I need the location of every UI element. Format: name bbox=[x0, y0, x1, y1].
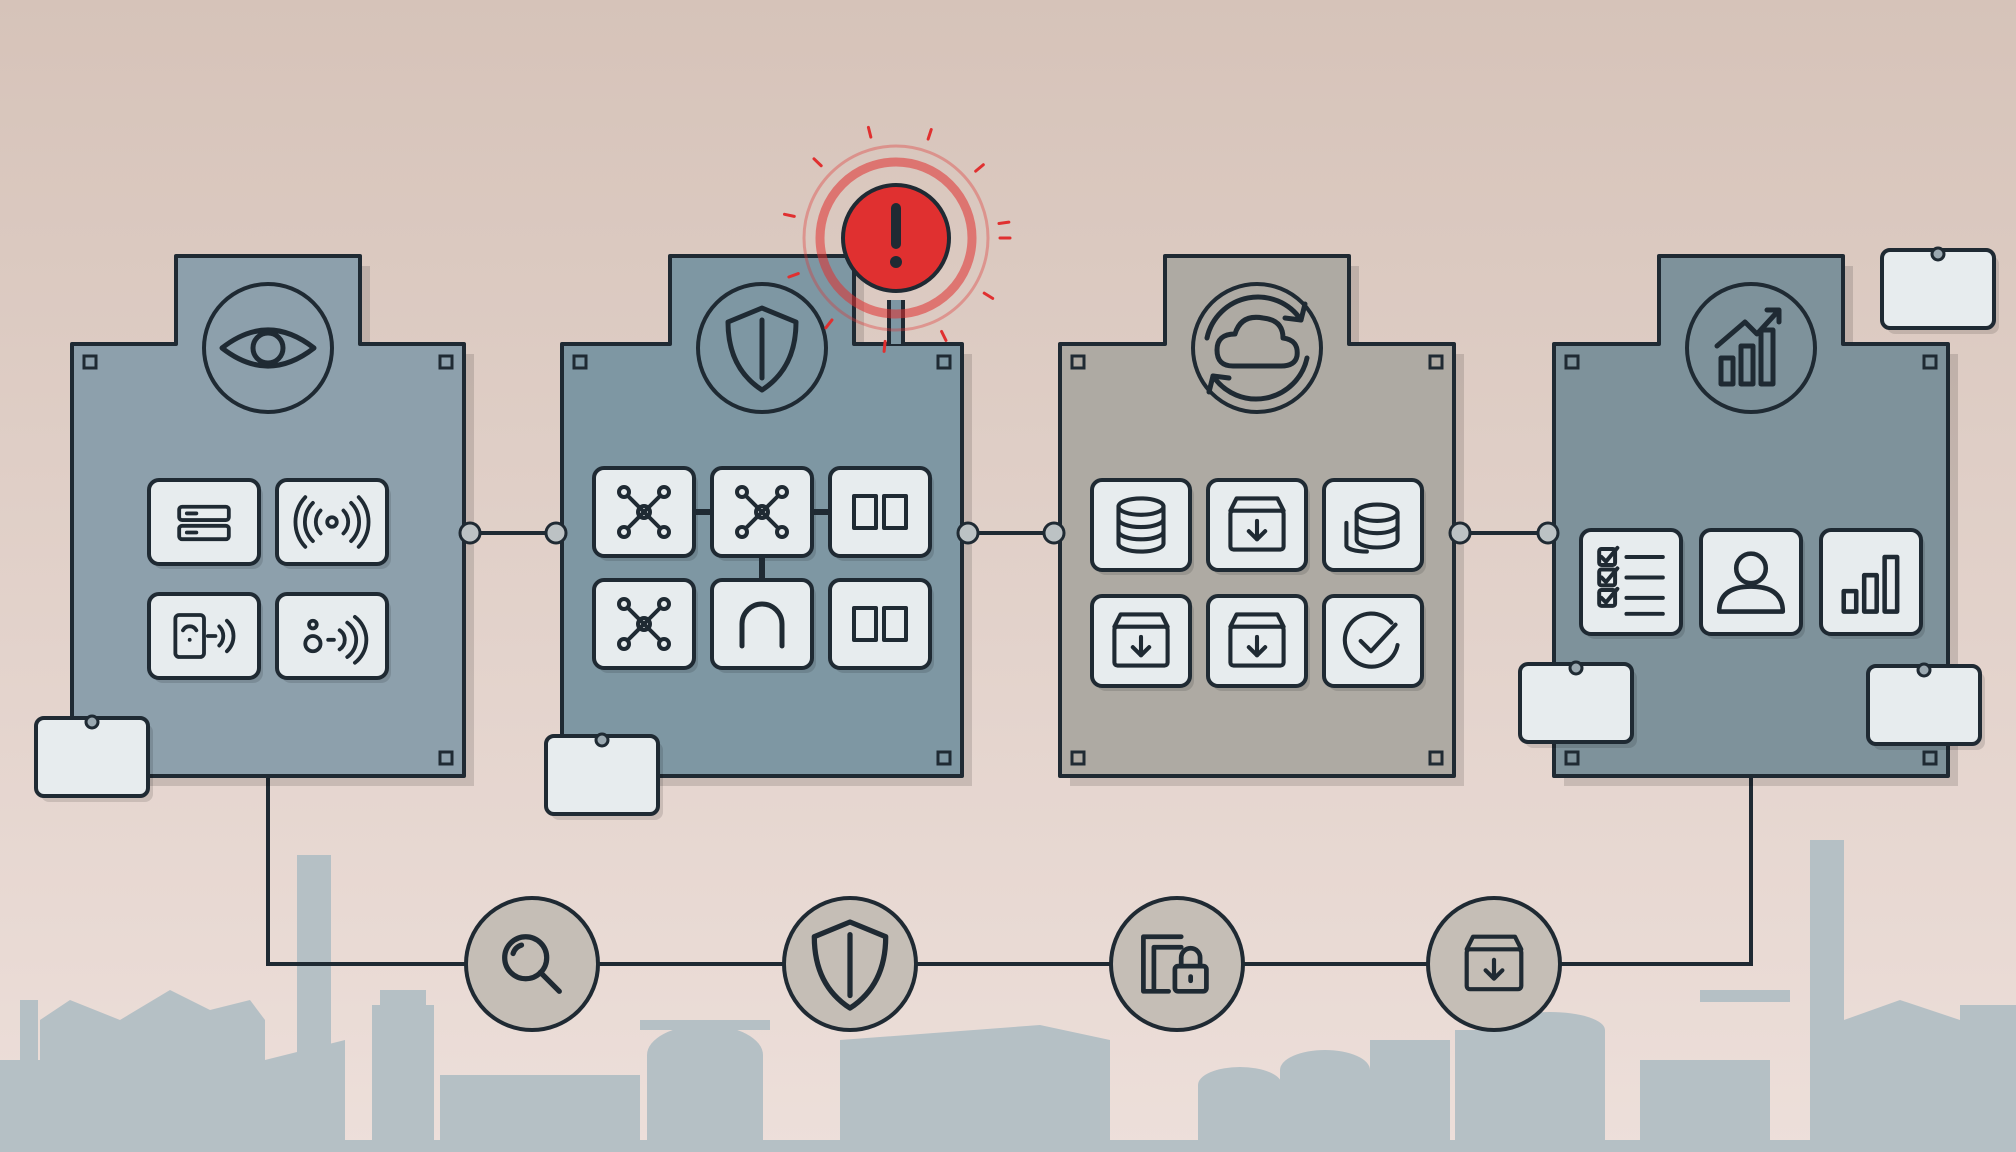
tile bbox=[275, 592, 391, 683]
bar-chart-icon bbox=[1841, 554, 1900, 614]
server-rack-icon bbox=[177, 504, 231, 542]
connector-node bbox=[1042, 521, 1066, 545]
header-badge bbox=[1685, 282, 1817, 414]
eye-icon bbox=[219, 327, 317, 369]
tile bbox=[1090, 594, 1194, 691]
tile bbox=[592, 466, 698, 561]
network-hub-icon bbox=[617, 597, 671, 651]
wireless-broadcast-icon bbox=[293, 495, 371, 549]
tile bbox=[592, 578, 698, 673]
tile bbox=[828, 466, 934, 561]
stage-panel-monitor bbox=[70, 254, 474, 786]
tile bbox=[828, 578, 934, 673]
sticky-note bbox=[1866, 662, 1985, 750]
shield-icon bbox=[811, 919, 889, 1011]
tile bbox=[1322, 478, 1426, 575]
rfid-reader-icon bbox=[173, 613, 236, 659]
header-badge bbox=[202, 282, 334, 414]
panel-split-icon bbox=[852, 494, 908, 530]
internal-link bbox=[694, 509, 830, 580]
tile bbox=[147, 478, 263, 569]
checklist-icon bbox=[1597, 545, 1665, 616]
archive-download-icon bbox=[1228, 496, 1286, 552]
connector-node bbox=[1448, 521, 1472, 545]
shield-icon bbox=[725, 305, 799, 393]
rivet bbox=[438, 750, 454, 766]
tile bbox=[1322, 594, 1426, 691]
secure-lock-icon bbox=[1141, 934, 1209, 994]
rivet bbox=[1428, 750, 1444, 766]
tile bbox=[710, 578, 816, 673]
tile bbox=[1090, 478, 1194, 575]
archive-download-icon bbox=[1112, 612, 1170, 668]
rivet bbox=[1070, 750, 1086, 766]
sticky-note bbox=[1518, 660, 1637, 748]
tile bbox=[147, 592, 263, 683]
pipeline-node bbox=[782, 896, 918, 1032]
rivet bbox=[1922, 750, 1938, 766]
connector-lines bbox=[266, 531, 1753, 966]
header-badge bbox=[696, 282, 828, 414]
sticky-note bbox=[34, 714, 153, 802]
rivet bbox=[1922, 354, 1938, 370]
rivet bbox=[1564, 750, 1580, 766]
tile bbox=[1579, 528, 1685, 639]
checkmark-circle-icon bbox=[1342, 611, 1400, 669]
network-hub-icon bbox=[617, 485, 671, 539]
tile bbox=[1819, 528, 1925, 639]
coins-stack-icon bbox=[1344, 502, 1400, 554]
pipeline-node bbox=[1109, 896, 1245, 1032]
stage-panel-protect bbox=[560, 254, 972, 786]
sticky-note bbox=[544, 732, 663, 820]
rivet bbox=[936, 750, 952, 766]
rivet bbox=[1428, 354, 1444, 370]
database-icon bbox=[1116, 496, 1166, 554]
connector-node bbox=[956, 521, 980, 545]
cloud-sync-icon bbox=[1204, 294, 1310, 402]
proximity-sensor-icon bbox=[303, 614, 369, 665]
connector-node bbox=[544, 521, 568, 545]
connector-node bbox=[1536, 521, 1560, 545]
tile bbox=[710, 466, 816, 561]
sticky-note bbox=[1880, 246, 1999, 334]
header-badge bbox=[1191, 282, 1323, 414]
tile bbox=[275, 478, 391, 569]
archive-download-icon bbox=[1464, 934, 1524, 992]
factory-silhouette bbox=[0, 840, 2016, 1152]
pipeline-node bbox=[464, 896, 600, 1032]
rivet bbox=[1070, 354, 1086, 370]
magnet-icon bbox=[739, 601, 785, 649]
tile bbox=[1699, 528, 1805, 639]
rivet bbox=[1564, 354, 1580, 370]
pipeline-node bbox=[1426, 896, 1562, 1032]
connector-node bbox=[458, 521, 482, 545]
stage-panel-cloud-sync bbox=[1058, 254, 1464, 786]
alert-badge bbox=[782, 125, 1012, 353]
rivet bbox=[572, 354, 588, 370]
tile bbox=[1206, 594, 1310, 691]
tile bbox=[1206, 478, 1310, 575]
user-profile-icon bbox=[1716, 551, 1786, 614]
rivet bbox=[936, 354, 952, 370]
stage-panel-analytics bbox=[1552, 254, 1958, 786]
rivet bbox=[82, 354, 98, 370]
archive-download-icon bbox=[1228, 612, 1286, 668]
growth-chart-icon bbox=[1714, 307, 1782, 387]
magnifier-icon bbox=[502, 934, 562, 994]
rivet bbox=[438, 354, 454, 370]
network-hub-icon bbox=[735, 485, 789, 539]
panel-split-icon bbox=[852, 606, 908, 642]
